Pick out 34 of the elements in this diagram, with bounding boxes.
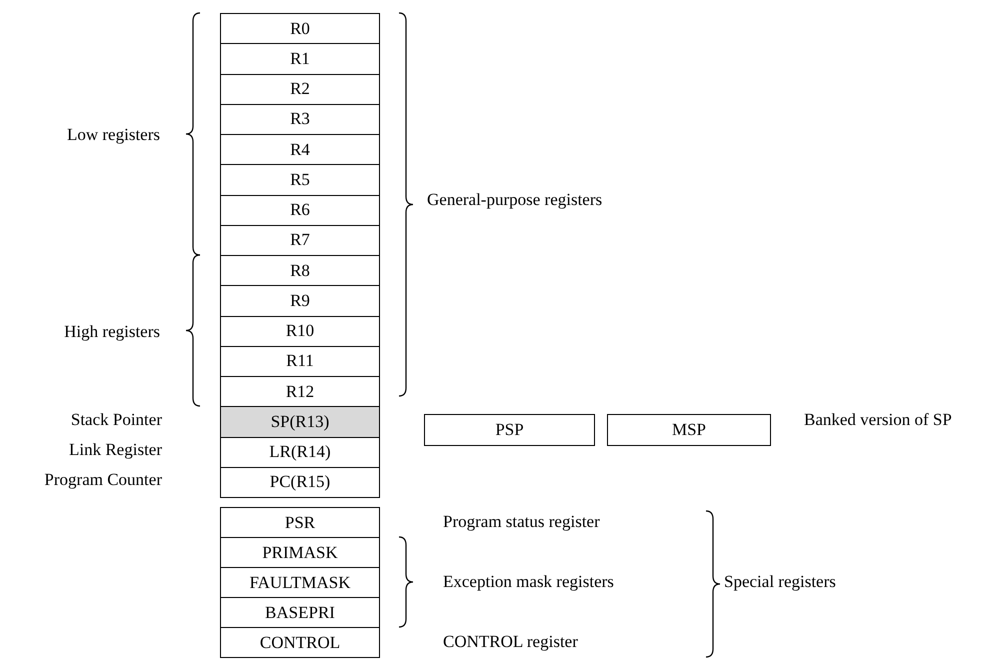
register-cell: R10 [220,316,380,347]
register-cell: PRIMASK [220,537,380,568]
register-cell: FAULTMASK [220,567,380,598]
register-group-label: Program Counter [44,470,162,490]
register-group-label: Program status register [443,512,600,532]
register-cell: R11 [220,346,380,377]
register-group-label: General-purpose registers [427,190,602,210]
register-cell: R5 [220,164,380,196]
register-group-label: Low registers [66,125,160,145]
register-group-label: CONTROL register [443,632,578,652]
register-group-label: High registers [64,322,160,342]
register-cell: PC(R15) [220,466,380,498]
register-group-label: Banked version of SP [804,410,952,430]
register-cell: R4 [220,134,380,166]
register-cell: R12 [220,376,380,408]
register-cell: R6 [220,194,380,226]
register-cell: R1 [220,43,380,74]
register-cell: R2 [220,74,380,105]
register-cell: R0 [220,13,380,44]
register-cell: R8 [220,255,380,286]
register-cell: R7 [220,224,380,256]
register-cell: R9 [220,285,380,316]
register-cell: R3 [220,104,380,135]
register-group-label: Special registers [724,572,836,592]
register-group-label: Exception mask registers [443,572,614,592]
register-group-label: Stack Pointer [70,410,162,430]
register-cell: SP(R13) [220,406,380,438]
register-cell: CONTROL [220,627,380,658]
register-cell: PSR [220,507,380,538]
register-cell: BASEPRI [220,597,380,628]
register-group-label: Link Register [68,440,162,460]
register-cell: MSP [607,414,771,446]
register-cell: PSP [424,414,595,446]
register-cell: LR(R14) [220,436,380,468]
